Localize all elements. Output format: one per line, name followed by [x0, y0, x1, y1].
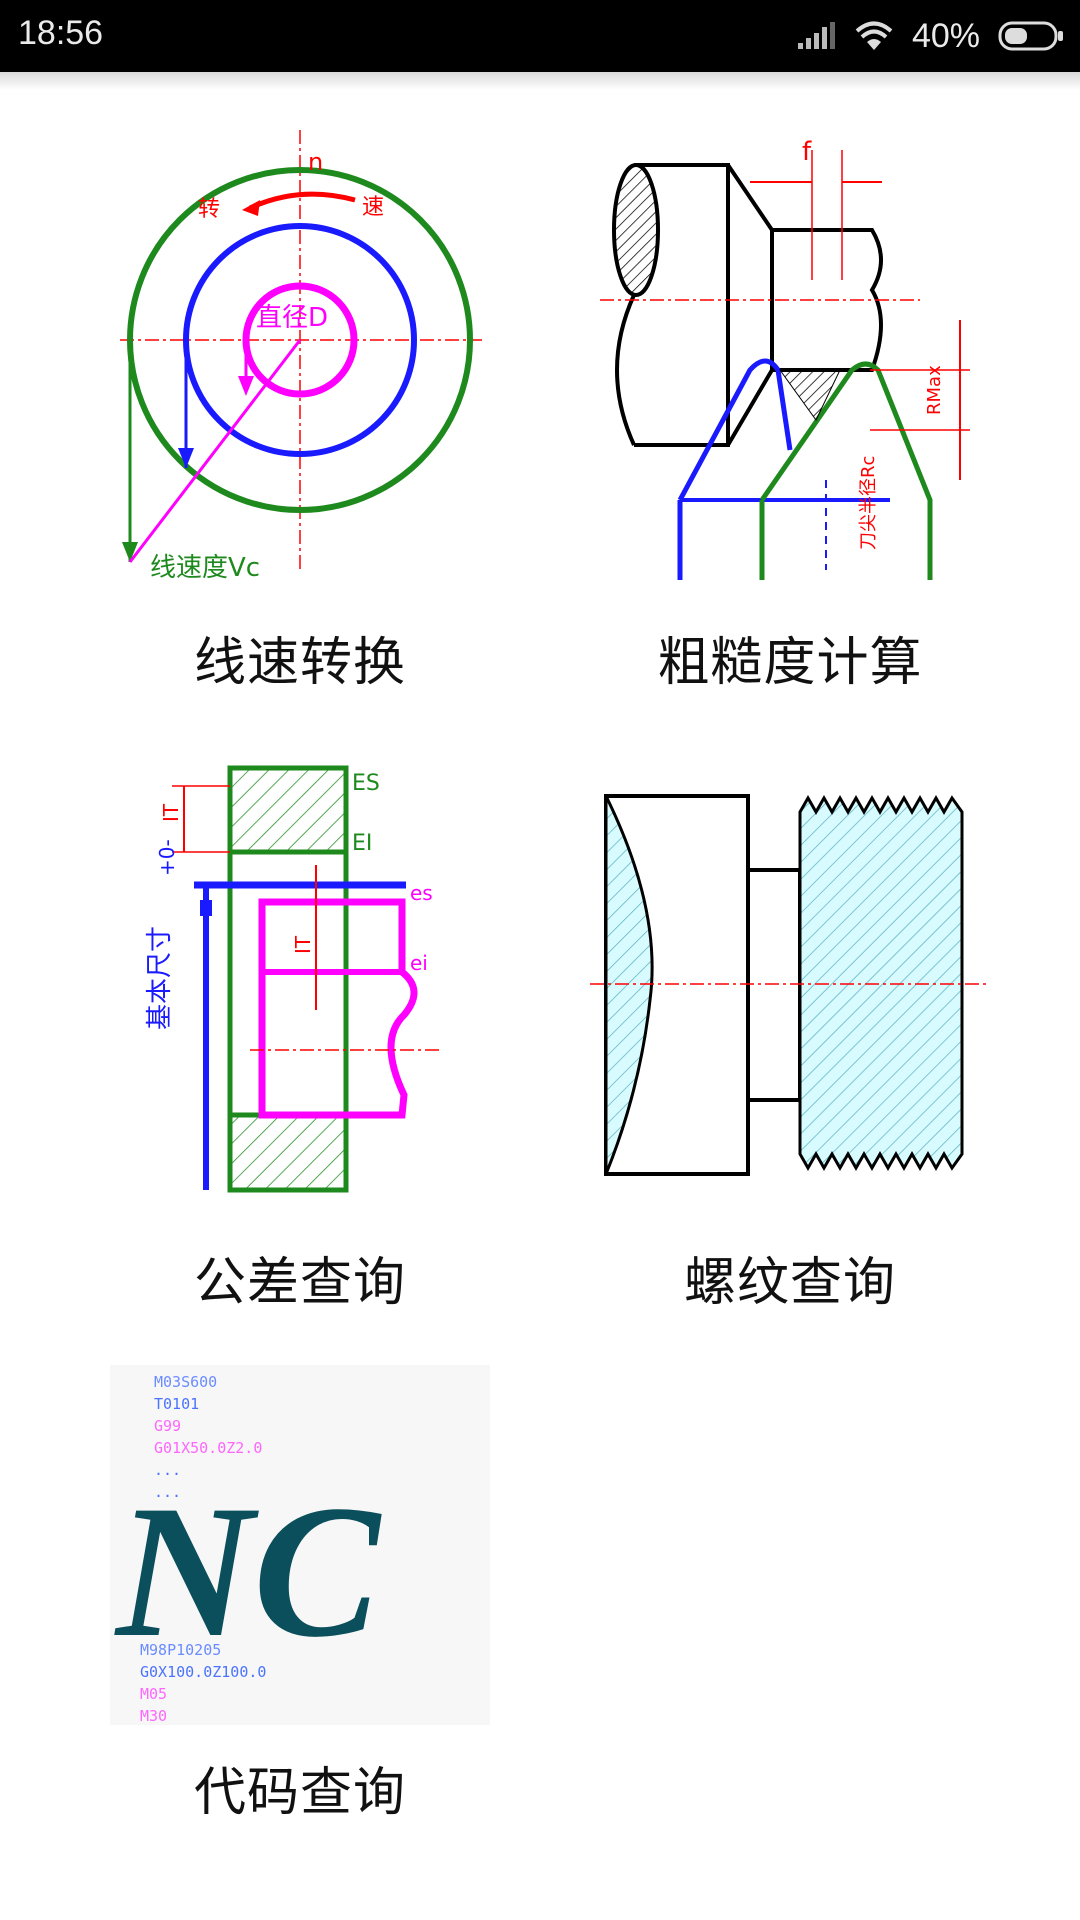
- speed-convert-diagram: 直径D n 转 速 线速度Vc: [120, 130, 482, 583]
- code-line: ...: [154, 1461, 181, 1479]
- code-line: ...: [154, 1483, 181, 1501]
- menu-item-code-query[interactable]: M03S600 T0101 G99 G01X50.0Z2.0 ... ... M…: [110, 1365, 490, 1845]
- menu-item-label: 代码查询: [193, 1763, 406, 1823]
- menu-item-tolerance-query[interactable]: ES EI es ei IT IT 基本尺寸 +0- 公差查询: [110, 750, 490, 1320]
- rmax-label: RMax: [924, 365, 945, 415]
- menu-item-thread-query[interactable]: 螺纹查询: [590, 750, 990, 1320]
- feed-label: f: [802, 137, 812, 167]
- code-line: M05: [140, 1685, 167, 1703]
- menu-item-label: 公差查询: [193, 1253, 406, 1313]
- code-line: G0X100.0Z100.0: [140, 1663, 266, 1681]
- menu-item-label: 粗糙度计算: [657, 633, 923, 693]
- diameter-label: 直径D: [256, 303, 328, 333]
- code-line: G01X50.0Z2.0: [154, 1439, 262, 1457]
- thread-diagram: [590, 794, 986, 1176]
- ei-upper-label: EI: [352, 831, 372, 856]
- signal-icon: [797, 22, 835, 49]
- status-time: 18:56: [18, 14, 104, 52]
- roughness-diagram: f RMax 刀尖半径Rc: [600, 137, 970, 580]
- tip-radius-label: 刀尖半径Rc: [858, 456, 879, 550]
- status-bar: 18:56 40%: [0, 0, 1080, 72]
- code-line: G99: [154, 1417, 181, 1435]
- rpm-label: n: [308, 148, 323, 176]
- linear-speed-label: 线速度Vc: [150, 553, 260, 583]
- battery-icon: [998, 21, 1063, 51]
- nc-code-image: M03S600 T0101 G99 G01X50.0Z2.0 ... ... M…: [110, 1365, 490, 1725]
- es-upper-label: ES: [352, 771, 380, 796]
- speed-char-label: 速: [362, 195, 384, 220]
- code-line: M03S600: [154, 1373, 217, 1391]
- toolbar-shadow: [0, 72, 1080, 90]
- plus-minus-label: +0-: [155, 839, 179, 876]
- it-label: IT: [291, 935, 315, 954]
- menu-item-label: 螺纹查询: [683, 1253, 896, 1313]
- menu-item-label: 线速转换: [193, 633, 406, 693]
- turn-label: 转: [198, 197, 220, 222]
- wifi-icon: [855, 21, 893, 50]
- nc-logo: NC: [114, 1467, 382, 1677]
- code-line: M30: [140, 1707, 167, 1725]
- menu-item-roughness-calc[interactable]: f RMax 刀尖半径Rc 粗糙度计算: [590, 130, 990, 700]
- menu-item-speed-convert[interactable]: 直径D n 转 速 线速度Vc 线速转换: [110, 130, 490, 700]
- status-icons: 40%: [796, 12, 1064, 60]
- code-line: M98P10205: [140, 1641, 221, 1659]
- ei-lower-label: ei: [410, 951, 428, 975]
- battery-percent: 40%: [911, 16, 980, 55]
- es-lower-label: es: [410, 881, 433, 905]
- it-label: IT: [159, 803, 183, 822]
- code-line: T0101: [154, 1395, 199, 1413]
- base-size-label: 基本尺寸: [145, 926, 175, 1030]
- tolerance-diagram: ES EI es ei IT IT 基本尺寸 +0-: [145, 765, 440, 1193]
